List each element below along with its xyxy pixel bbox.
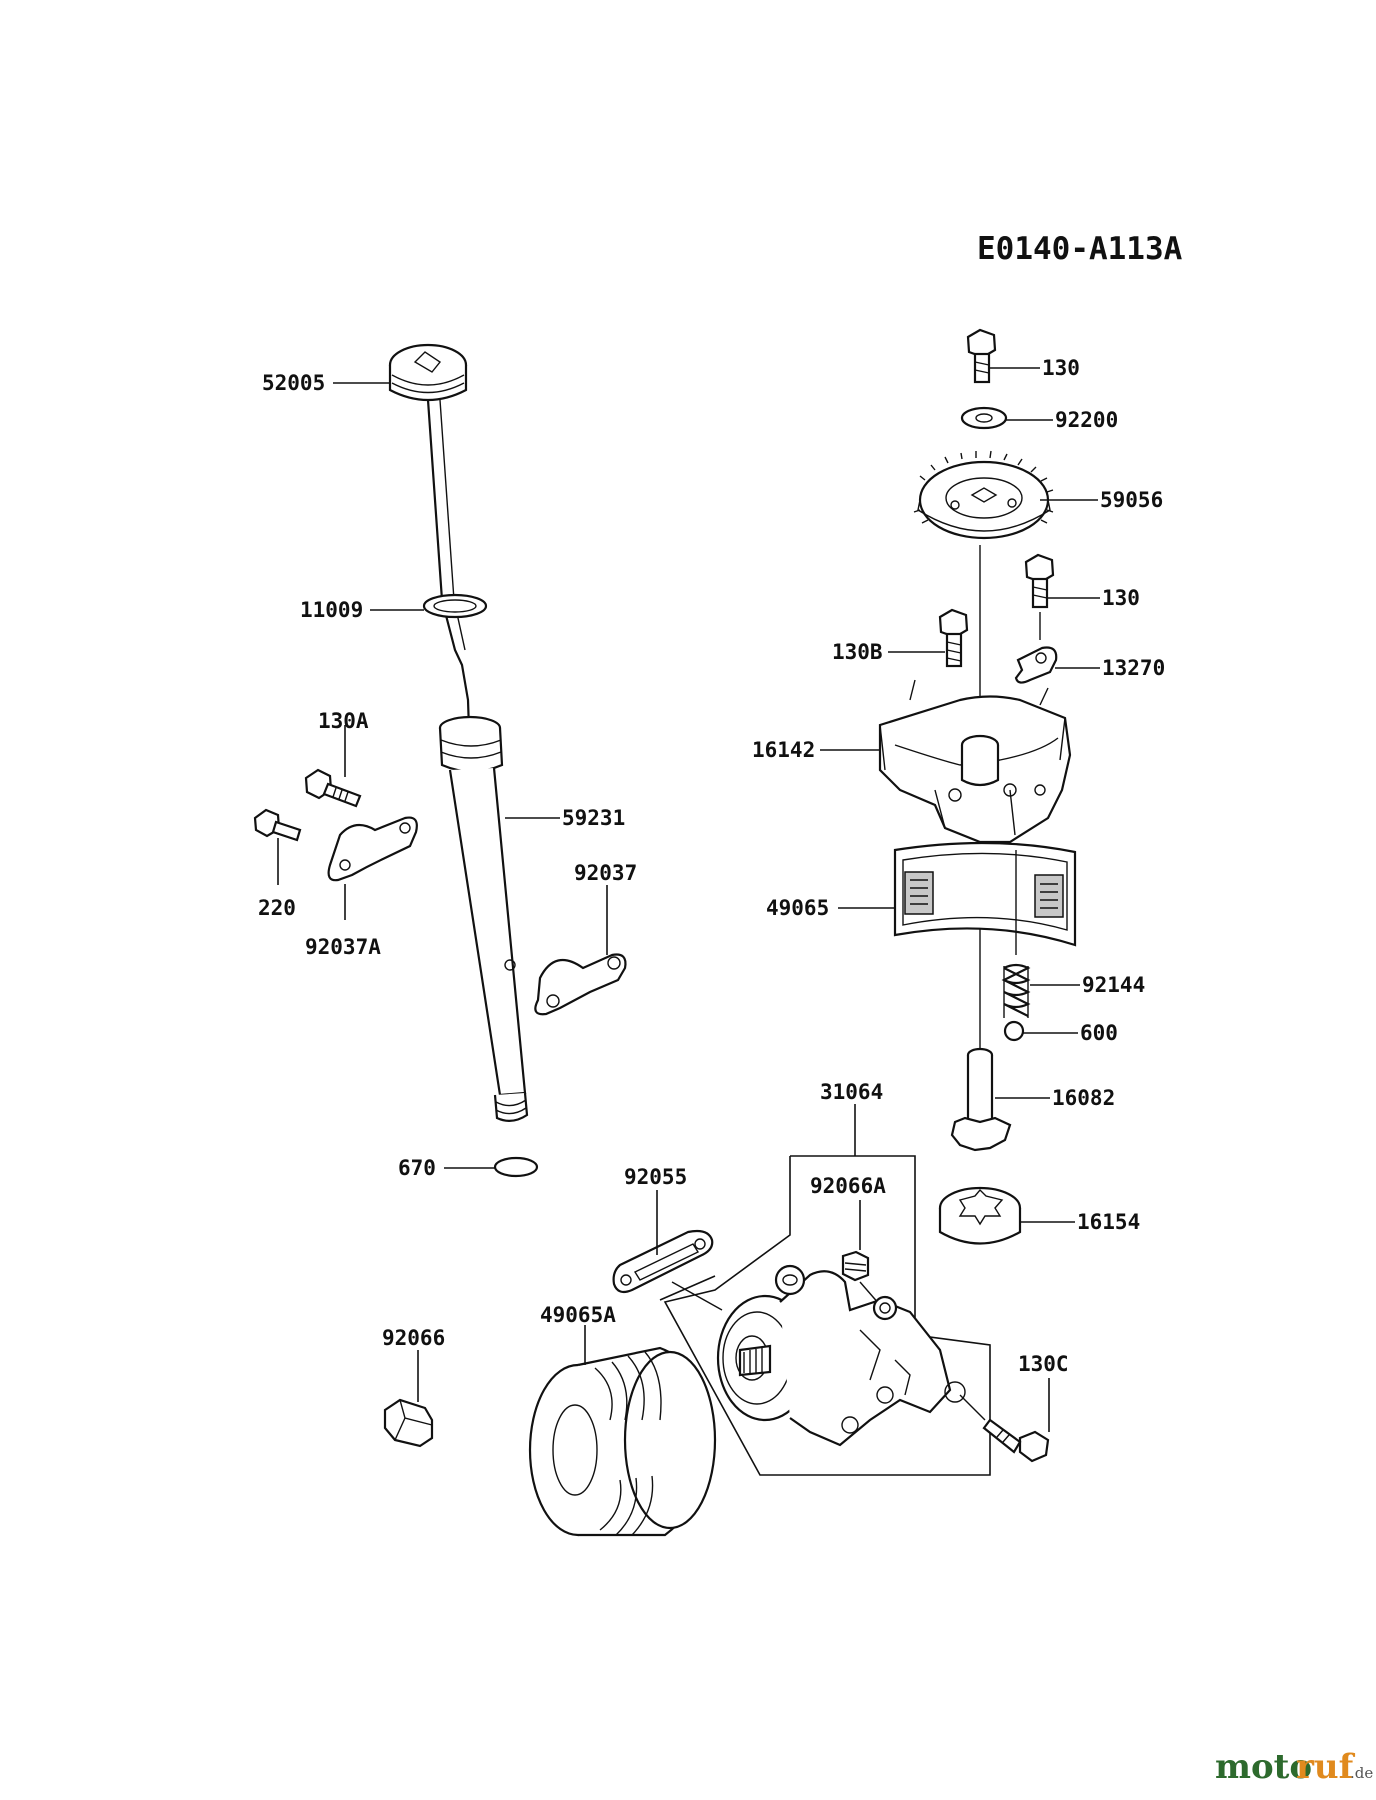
plate-13270-part[interactable] [1014,646,1058,684]
bolt-130b-part[interactable] [938,608,969,668]
plug-92066-part[interactable] [383,1398,434,1448]
gasket-92055-part[interactable] [612,1229,714,1294]
label-49065[interactable]: 49065 [766,896,829,920]
diagram-code: E0140-A113A [977,231,1183,267]
oil-cap-part[interactable] [388,343,472,761]
bolt-130c-part[interactable] [982,1418,1050,1463]
rotor-shaft-16082-part[interactable] [950,1047,1012,1152]
label-92037A[interactable]: 92037A [305,935,381,959]
svg-text:ruf: ruf [1296,1747,1356,1787]
dipstick-oring-part[interactable] [422,593,488,619]
bolt-130-top-part[interactable] [966,328,997,384]
label-13270[interactable]: 13270 [1102,656,1165,680]
label-59231[interactable]: 59231 [562,806,625,830]
dipstick-tube-part[interactable] [438,715,529,1122]
washer-92200-part[interactable] [960,406,1008,430]
label-130B[interactable]: 130B [832,640,883,664]
ball-600-part[interactable] [1003,1020,1025,1042]
label-130-mid[interactable]: 130 [1102,586,1140,610]
label-130C[interactable]: 130C [1018,1352,1069,1376]
label-92200[interactable]: 92200 [1055,408,1118,432]
assembly-bracket-31064 [659,1104,991,1476]
tube-oring-part[interactable] [493,1156,539,1178]
plug-92066a-part[interactable] [841,1250,870,1282]
bolt-220-part[interactable] [253,808,302,842]
spring-92144-part[interactable] [1001,963,1031,1018]
label-16142[interactable]: 16142 [752,738,815,762]
oil-filter-49065a-part[interactable] [528,1346,717,1537]
label-92055[interactable]: 92055 [624,1165,687,1189]
label-92066[interactable]: 92066 [382,1326,445,1350]
bolt-130a-part[interactable] [304,768,362,808]
gear-59056-part[interactable] [913,450,1054,540]
label-59056[interactable]: 59056 [1100,488,1163,512]
outer-rotor-16154-part[interactable] [938,1186,1022,1245]
svg-text:.de: .de [1350,1764,1373,1782]
label-52005[interactable]: 52005 [262,371,325,395]
label-31064[interactable]: 31064 [820,1080,883,1104]
clamp-92037-part[interactable] [534,953,627,1016]
label-130A[interactable]: 130A [318,709,369,733]
label-49065A[interactable]: 49065A [540,1303,616,1327]
label-130-top[interactable]: 130 [1042,356,1080,380]
label-92037[interactable]: 92037 [574,861,637,885]
label-16154[interactable]: 16154 [1077,1210,1140,1234]
label-92066A[interactable]: 92066A [810,1174,886,1198]
bolt-130-mid-part[interactable] [1024,553,1055,609]
label-220[interactable]: 220 [258,896,296,920]
label-16082[interactable]: 16082 [1052,1086,1115,1110]
filter-adapter-part[interactable] [716,1264,966,1447]
label-11009[interactable]: 11009 [300,598,363,622]
svg-text:moto: moto [1215,1747,1312,1787]
clamp-92037a-part[interactable] [327,816,418,882]
pump-housing-16142-part[interactable] [878,679,1072,844]
label-600[interactable]: 600 [1080,1021,1118,1045]
label-670[interactable]: 670 [398,1156,436,1180]
strainer-49065-part[interactable] [893,841,1077,947]
label-92144[interactable]: 92144 [1082,973,1145,997]
watermark-logo: moto ruf .de [1215,1747,1373,1787]
